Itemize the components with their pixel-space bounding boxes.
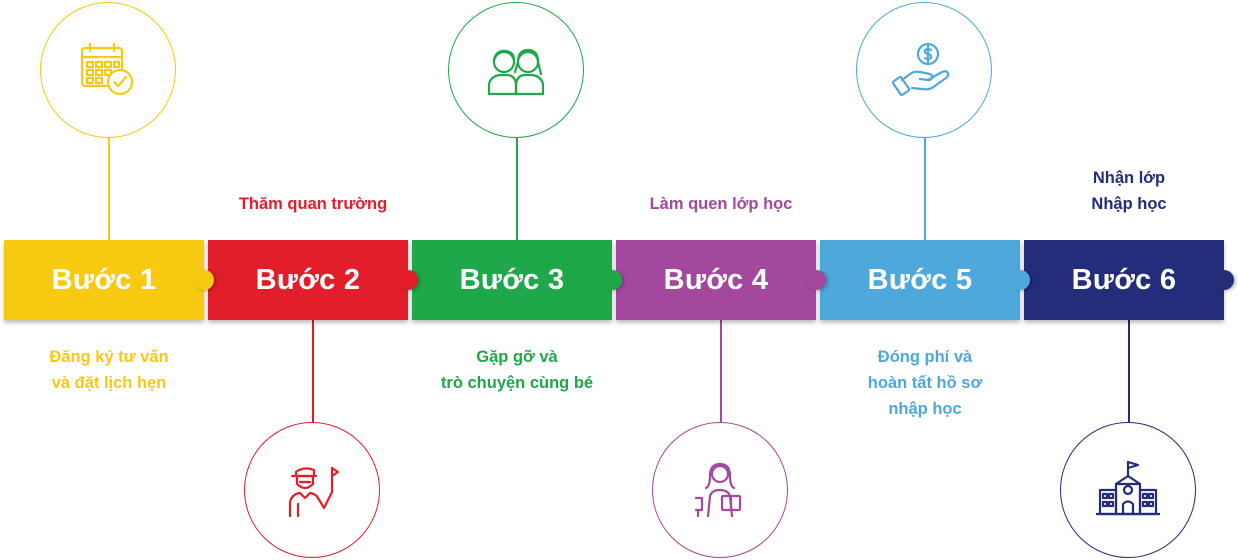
two-children-icon [487, 48, 545, 96]
step-4-icon-circle [652, 422, 788, 558]
step-5-connector-notch [1010, 270, 1030, 290]
connector-step-6 [1128, 320, 1130, 422]
step-3-icon-circle [448, 2, 584, 138]
step-4-description: Làm quen lớp học [616, 191, 826, 217]
connector-step-3 [516, 138, 518, 240]
step-4-label: Bước 4 [663, 263, 769, 296]
step-1-desc-line-2: và đặt lịch hẹn [51, 374, 167, 392]
step-6-label: Bước 6 [1071, 263, 1177, 296]
step-5-label: Bước 5 [867, 263, 973, 296]
step-1-bar: Bước 1 [4, 240, 214, 320]
step-1-description: Đăng ký tư vấn và đặt lịch hẹn [4, 344, 214, 396]
school-building-icon [1096, 460, 1160, 516]
connector-step-1 [108, 138, 110, 240]
step-2-bar: Bước 2 [208, 240, 418, 320]
step-2-connector-notch [398, 270, 418, 290]
step-3-description: Gặp gỡ và trò chuyện cùng bé [412, 344, 622, 396]
calendar-check-icon [80, 42, 134, 96]
connector-step-5 [924, 138, 926, 240]
connector-step-4 [720, 320, 722, 422]
step-5-desc-line-1: Đóng phí và [877, 348, 973, 366]
girl-reading-icon [694, 462, 742, 518]
step-1-label: Bước 1 [51, 263, 157, 296]
step-2-desc-line-1: Thăm quan trường [238, 195, 388, 213]
step-2-icon-circle [244, 422, 380, 558]
step-2-label: Bước 2 [255, 263, 361, 296]
step-1-desc-line-1: Đăng ký tư vấn [49, 348, 169, 366]
step-6-desc-line-1: Nhận lớp [1092, 169, 1166, 187]
step-5-desc-line-3: nhập học [888, 400, 962, 418]
step-5-icon-circle [856, 2, 992, 138]
step-5-description: Đóng phí và hoàn tất hồ sơ nhập học [820, 344, 1030, 422]
step-6-icon-circle [1060, 422, 1196, 558]
step-3-label: Bước 3 [459, 263, 565, 296]
student-flag-icon [288, 466, 340, 518]
hand-coin-icon [892, 42, 950, 97]
step-4-bar: Bước 4 [616, 240, 826, 320]
step-2-description: Thăm quan trường [208, 191, 418, 217]
step-3-desc-line-2: trò chuyện cùng bé [440, 374, 594, 392]
step-3-desc-line-1: Gặp gỡ và [476, 348, 558, 366]
connector-step-2 [312, 320, 314, 422]
step-6-desc-line-2: Nhập học [1091, 195, 1167, 213]
step-6-bar: Bước 6 [1024, 240, 1234, 320]
step-3-connector-notch [602, 270, 622, 290]
step-5-bar: Bước 5 [820, 240, 1030, 320]
step-6-connector-notch [1214, 270, 1234, 290]
step-4-connector-notch [806, 270, 826, 290]
step-1-connector-notch [194, 270, 214, 290]
step-5-desc-line-2: hoàn tất hồ sơ [867, 374, 983, 392]
step-4-desc-line-1: Làm quen lớp học [649, 195, 793, 213]
step-6-description: Nhận lớp Nhập học [1024, 165, 1234, 217]
step-1-icon-circle [40, 2, 176, 138]
step-3-bar: Bước 3 [412, 240, 622, 320]
